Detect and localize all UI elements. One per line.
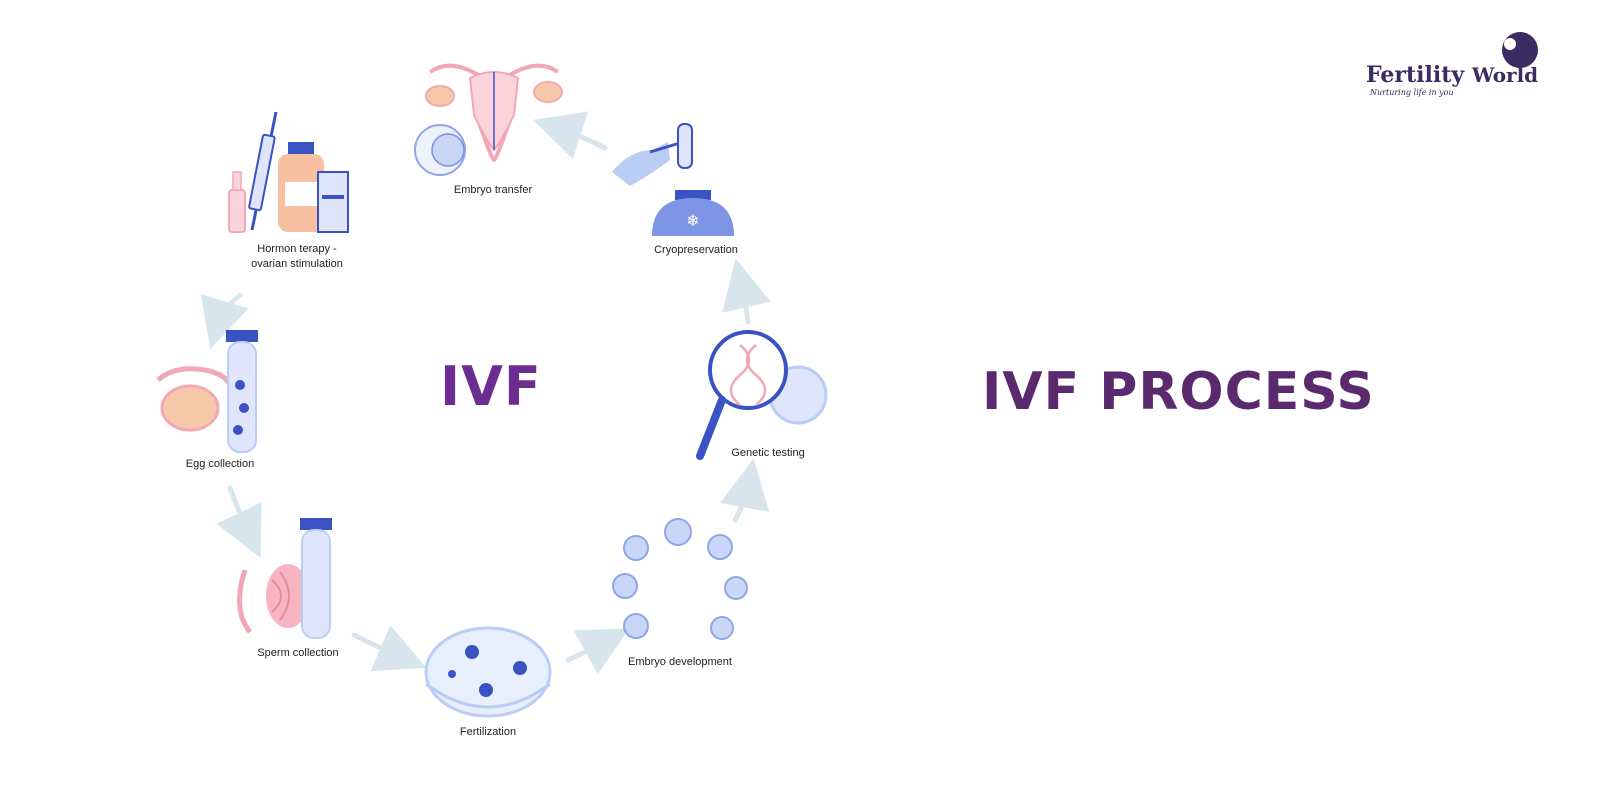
cryo-tank-icon: ❄ bbox=[652, 190, 734, 236]
uterus-icon bbox=[425, 63, 563, 163]
cell-division-icon bbox=[612, 518, 748, 640]
svg-text:❄: ❄ bbox=[686, 211, 699, 230]
cycle-arrows bbox=[200, 111, 772, 675]
mother-child-icon bbox=[1502, 32, 1538, 68]
stage-label-embryo-dev: Embryo development bbox=[628, 656, 732, 668]
testis-icon bbox=[237, 564, 310, 634]
diagram-center-title: IVF bbox=[440, 355, 542, 418]
petri-dish-icon bbox=[424, 626, 552, 718]
ovary-icon bbox=[156, 366, 233, 432]
gloved-hand-icon bbox=[612, 123, 693, 186]
stage-label-sperm: Sperm collection bbox=[257, 647, 338, 659]
stage-label-transfer: Embryo transfer bbox=[454, 184, 533, 196]
stage-label-hormone-2: ovarian stimulation bbox=[251, 258, 343, 270]
arrow-hormone-to-egg bbox=[200, 292, 249, 350]
stage-label-cryo: Cryopreservation bbox=[654, 244, 738, 256]
stage-label-hormone-1: Hormon terapy - bbox=[257, 243, 337, 255]
brand-tagline: Nurturing life in you bbox=[1370, 88, 1454, 97]
arrow-genetic-to-cryo bbox=[722, 258, 772, 325]
test-tube-icon bbox=[226, 330, 258, 453]
test-tube-icon bbox=[300, 518, 332, 639]
stage-label-fertilization: Fertilization bbox=[460, 726, 516, 738]
arrow-fertilization-to-embryo bbox=[565, 628, 630, 675]
vial-icon bbox=[228, 171, 246, 233]
arrow-sperm-to-fertilization bbox=[351, 625, 427, 672]
brand-name: Fertility World bbox=[1366, 62, 1539, 88]
syringe-icon bbox=[248, 111, 278, 231]
arrow-cryo-to-transfer bbox=[532, 111, 608, 159]
page-title: IVF PROCESS bbox=[982, 362, 1375, 422]
arrow-egg-to-sperm bbox=[216, 485, 262, 559]
magnifier-dna-icon bbox=[696, 330, 828, 460]
arrow-embryo-to-genetic bbox=[720, 458, 770, 523]
petri-egg-icon bbox=[414, 124, 466, 176]
medicine-bottle-icon bbox=[278, 142, 349, 233]
brand-logo: Fertility World Nurturing life in you bbox=[1360, 28, 1560, 103]
stage-label-egg: Egg collection bbox=[186, 458, 255, 470]
stage-label-genetic: Genetic testing bbox=[731, 447, 804, 459]
